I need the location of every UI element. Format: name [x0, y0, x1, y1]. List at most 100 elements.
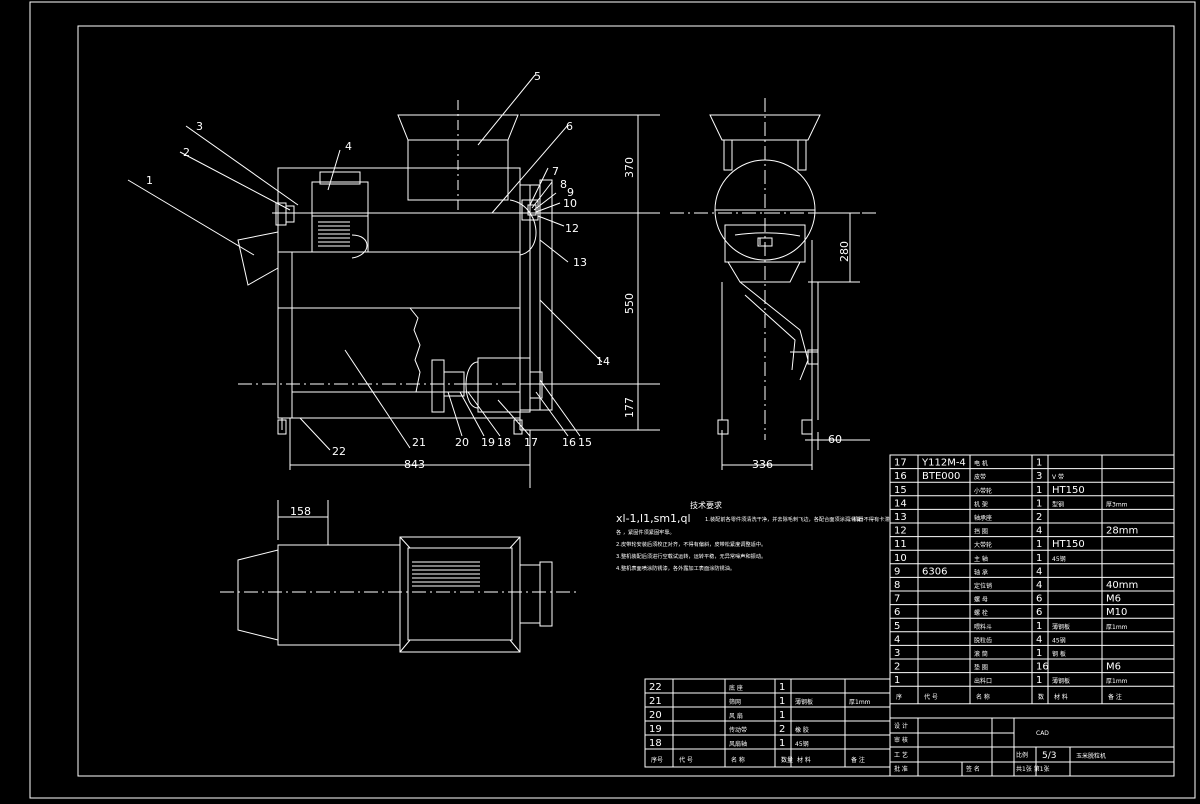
lower-cell-name: 筛网 — [729, 698, 741, 706]
lower-cell-no: 22 — [649, 682, 662, 693]
upper-cell-no: 11 — [894, 539, 907, 550]
lower-cell-qty: 1 — [779, 696, 785, 707]
upper-cell-no: 13 — [894, 512, 907, 523]
dim-158: 158 — [290, 505, 311, 518]
upper-cell-mat: HT150 — [1052, 485, 1085, 496]
upper-cell-qty: 6 — [1036, 594, 1042, 605]
balloon-14: 14 — [596, 355, 610, 368]
lower-border — [644, 678, 891, 768]
upper-cell-name: 主 轴 — [974, 555, 988, 563]
upper-cell-no: 14 — [894, 498, 907, 509]
upper-cell-qty: 3 — [1036, 471, 1042, 482]
upper-cell-mat: 型钢 — [1052, 500, 1064, 508]
upper-cell-no: 16 — [894, 471, 907, 482]
upper-cell-mat: 钢 板 — [1052, 650, 1066, 658]
balloon-21: 21 — [412, 436, 426, 449]
tech-line2: 各 ，紧固件须紧固牢靠。 — [616, 528, 675, 536]
lower-header-code: 代 号 — [679, 756, 693, 764]
upper-cell-mat: 薄钢板 — [1052, 623, 1070, 631]
upper-cell-qty: 1 — [1036, 498, 1042, 509]
upper-cell-note: 厚1mm — [1106, 678, 1128, 685]
tb-company: CAD — [1036, 730, 1049, 737]
balloon-1: 1 — [146, 174, 153, 187]
balloon-18: 18 — [497, 436, 511, 449]
balloon-10: 10 — [563, 197, 577, 210]
upper-header-no: 序 — [896, 693, 902, 701]
upper-cell-name: 挡 圈 — [974, 528, 988, 536]
upper-cell-name: 机 架 — [974, 500, 988, 508]
upper-cell-qty: 1 — [1036, 621, 1042, 632]
upper-cell-name: 小带轮 — [974, 487, 992, 495]
upper-cell-qty: 1 — [1036, 553, 1042, 564]
lower-cell-no: 18 — [649, 738, 662, 749]
dim-60: 60 — [828, 433, 842, 446]
balloon-16: 16 — [562, 436, 576, 449]
tb-check: 审 核 — [894, 736, 908, 744]
balloon-9: 9 — [567, 186, 574, 199]
upper-cell-name: 喂料斗 — [974, 623, 992, 631]
upper-cell-mat: V 带 — [1052, 473, 1064, 481]
upper-cell-name: 脱粒齿 — [974, 636, 992, 644]
upper-cell-qty: 1 — [1036, 458, 1042, 469]
dims-front — [289, 114, 660, 488]
upper-cell-mat: 薄钢板 — [1052, 677, 1070, 685]
dim-177: 177 — [623, 397, 636, 418]
dims-side — [721, 212, 870, 470]
upper-cell-qty: 16 — [1036, 662, 1049, 673]
upper-cell-no: 4 — [894, 634, 900, 645]
lower-cell-name: 风扇轴 — [729, 740, 747, 748]
balloon-17: 17 — [524, 436, 538, 449]
upper-header-qty: 数 — [1038, 693, 1044, 701]
upper-cell-name: 轴 承 — [974, 568, 988, 576]
upper-cell-mat: 45钢 — [1052, 636, 1066, 644]
dimension-texts: 370 550 177 843 280 336 60 158 — [290, 157, 851, 518]
lower-cell-mat: 橡 胶 — [795, 726, 809, 734]
upper-cell-no: 12 — [894, 526, 907, 537]
balloon-20: 20 — [455, 436, 469, 449]
upper-cell-qty: 1 — [1036, 648, 1042, 659]
tb-approve: 批 准 — [894, 765, 908, 773]
tech-line5: 4.整机表面喷涂防锈漆，各外露加工表面涂防锈油。 — [616, 564, 735, 572]
lower-header-qty: 数量 — [781, 756, 793, 764]
inner-frame — [77, 25, 1175, 777]
tech-line1-tail: ，机器不得有卡滞 — [848, 515, 890, 523]
upper-cell-name: 滚 筒 — [974, 650, 988, 658]
lower-cell-no: 20 — [649, 710, 662, 721]
balloon-13: 13 — [573, 256, 587, 269]
upper-cell-mat: 45钢 — [1052, 555, 1066, 563]
tech-title: 技术要求 — [690, 500, 722, 510]
dim-336: 336 — [752, 458, 773, 471]
upper-cell-qty: 2 — [1036, 512, 1042, 523]
upper-cell-no: 17 — [894, 458, 907, 469]
upper-header-note: 备 注 — [1108, 693, 1122, 701]
tb-process: 工 艺 — [894, 751, 908, 759]
upper-cell-qty: 1 — [1036, 675, 1042, 686]
upper-cell-note: 28mm — [1106, 526, 1138, 537]
balloon-5: 5 — [534, 70, 541, 83]
title-block-text: 设 计 审 核 工 艺 批 准 签 名 CAD 比例 5/3 玉米脱粒机 共1张… — [894, 722, 1106, 773]
outer-frame — [29, 1, 1196, 799]
upper-cell-name: 轴承座 — [974, 514, 992, 522]
upper-cell-name: 电 机 — [974, 460, 988, 468]
tech-line4: 3.整机装配后须进行空载试运转，运转平稳，无异常噪声和振动。 — [616, 552, 766, 560]
upper-cell-note: M6 — [1106, 594, 1121, 605]
balloon-8: 8 — [560, 178, 567, 191]
upper-cell-no: 15 — [894, 485, 907, 496]
tech-line1-rest: 1.装配前各零件须清洗干净，并去除毛刺飞边，各配合面须涂润滑油 — [705, 515, 860, 523]
lower-cell-name: 传动带 — [729, 726, 747, 734]
lower-cell-qty: 2 — [779, 724, 785, 735]
balloon-22: 22 — [332, 445, 346, 458]
upper-header-code: 代 号 — [924, 693, 938, 701]
upper-cell-qty: 6 — [1036, 607, 1042, 618]
dim-280: 280 — [838, 241, 851, 262]
balloon-4: 4 — [345, 140, 352, 153]
upper-cell-note: 厚1mm — [1106, 624, 1128, 631]
upper-cell-qty: 4 — [1036, 634, 1042, 645]
upper-cell-code: Y112M-4 — [921, 458, 966, 469]
upper-cell-note: M10 — [1106, 607, 1127, 618]
lower-header-name: 名 称 — [731, 756, 745, 764]
